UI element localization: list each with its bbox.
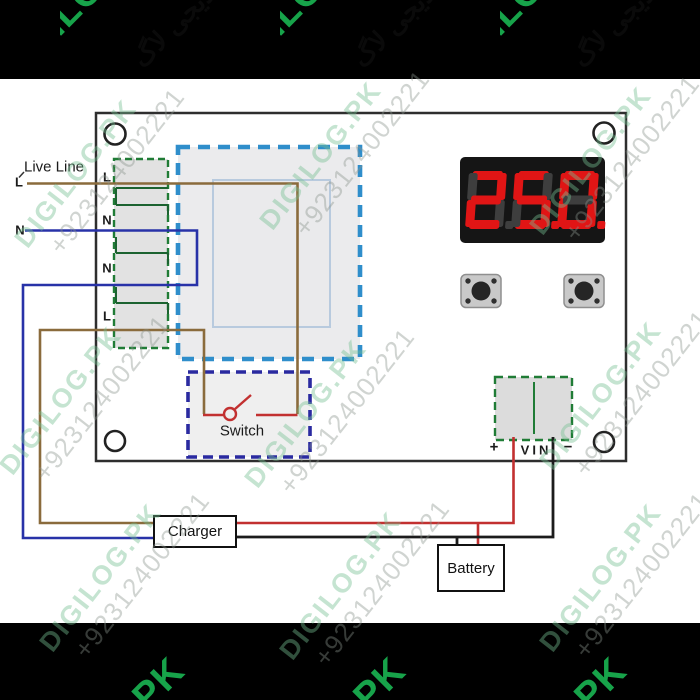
display-digits — [465, 171, 606, 229]
battery-label: Battery — [447, 559, 495, 577]
segment-b — [588, 173, 599, 200]
segment-f — [559, 173, 570, 200]
button-pin — [491, 298, 497, 304]
segment-b — [496, 173, 507, 200]
switch-symbol — [203, 394, 298, 422]
segment-f — [467, 173, 478, 200]
button-right — [563, 273, 605, 309]
brand-logo-text: DIGILOG.PK — [0, 650, 194, 700]
bottom-letterbox-bar: DIGILOG.PK DIGILOG.PK DIGILOG.PK — [0, 623, 700, 700]
wire-label-line: L — [15, 174, 23, 190]
terminal-label-n1: N — [102, 212, 112, 228]
wire-live — [27, 182, 299, 414]
button-pin — [568, 298, 574, 304]
button-left-cap — [471, 281, 491, 301]
segment-d — [515, 220, 546, 229]
display-digit — [511, 171, 560, 229]
live-line-label: Live Line — [23, 158, 85, 176]
segment-e — [557, 200, 568, 227]
wire-live-return — [38, 328, 206, 525]
segment-a — [472, 171, 503, 180]
live-line-leader — [18, 171, 25, 179]
button-left — [460, 273, 502, 309]
decimal-point — [597, 221, 606, 229]
terminal-label-l2: L — [103, 308, 111, 324]
segment-d — [561, 220, 592, 229]
mounting-hole-top-right — [592, 121, 616, 145]
switch-pivot — [222, 406, 238, 422]
mounting-hole-bottom-right — [592, 430, 616, 454]
terminal-label-n2: N — [102, 260, 112, 276]
display-digit — [465, 171, 514, 229]
wire-label-neutral: N — [15, 222, 25, 238]
segment-g — [562, 195, 594, 205]
brand-logo: DIGILOG.PK — [500, 0, 564, 84]
brand-logo-text: DIGILOG.PK — [60, 0, 124, 84]
switch-lever — [234, 394, 252, 410]
charger-label: Charger — [167, 523, 223, 540]
button-pin — [491, 278, 497, 284]
segment-f — [513, 173, 524, 200]
brand-script: ڈیجی لاگ — [566, 0, 660, 74]
segment-a — [518, 171, 549, 180]
mounting-hole-bottom-left — [103, 429, 127, 453]
button-right-cap — [574, 281, 594, 301]
mounting-hole-top-left — [103, 122, 127, 146]
terminal-label-l: L — [103, 169, 111, 185]
button-pin — [465, 298, 471, 304]
brand-logo-text: DIGILOG.PK — [440, 650, 636, 700]
vin-label: VIN — [520, 442, 552, 458]
charger-box: Charger — [153, 515, 237, 548]
brand-logo-text: DIGILOG.PK — [219, 650, 415, 700]
wire-neutral — [21, 229, 199, 540]
decimal-point — [551, 221, 560, 229]
wire-positive — [237, 437, 515, 545]
vin-plus-label: + — [489, 438, 499, 456]
relay-module-inner — [212, 179, 331, 328]
segment-d — [469, 220, 500, 229]
button-pin — [465, 278, 471, 284]
brand-logo-text: DIGILOG.PK — [280, 0, 344, 84]
brand-logo-text: DIGILOG.PK — [500, 0, 564, 84]
seven-segment-display — [460, 157, 606, 243]
vin-minus-label: − — [563, 438, 573, 456]
wire-negative — [237, 437, 555, 545]
display-digit — [557, 171, 606, 229]
switch-label: Switch — [219, 422, 265, 440]
decimal-point — [505, 221, 514, 229]
segment-b — [542, 173, 553, 200]
brand-script: ڈیجی لاگ — [346, 0, 440, 74]
terminal-contacts — [115, 187, 169, 314]
segment-g — [516, 195, 548, 205]
brand-script: ڈیجی لاگ — [126, 0, 220, 74]
segment-e — [511, 200, 522, 227]
battery-box: Battery — [437, 544, 505, 592]
brand-logo: DIGILOG.PK — [60, 0, 124, 84]
segment-g — [470, 195, 502, 205]
brand-logo: DIGILOG.PK — [280, 0, 344, 84]
button-pin — [594, 278, 600, 284]
segment-e — [465, 200, 476, 227]
button-pin — [594, 298, 600, 304]
button-pin — [568, 278, 574, 284]
segment-a — [564, 171, 595, 180]
